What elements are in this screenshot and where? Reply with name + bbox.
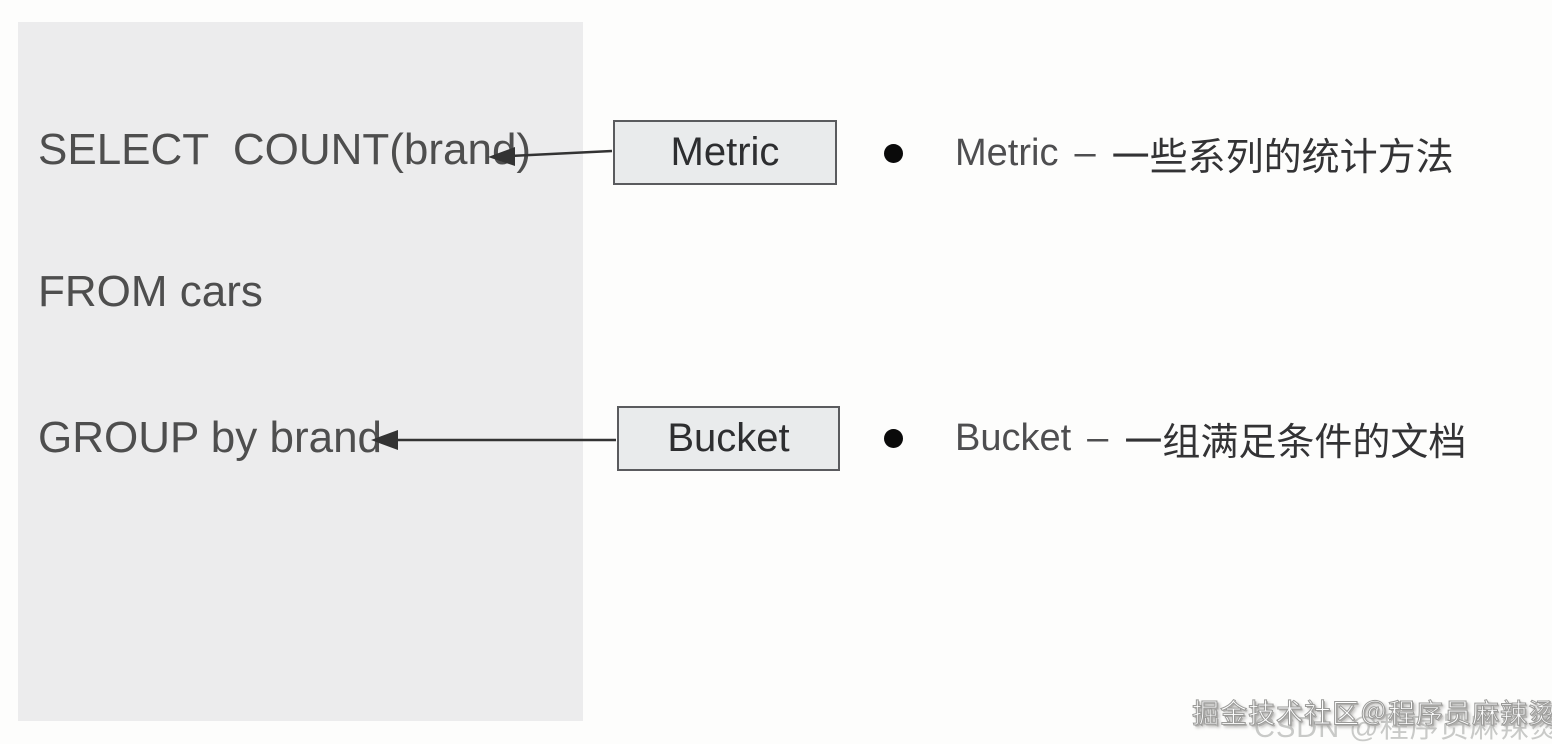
bullet-item-bucket: Bucket – 一组满足条件的文档 bbox=[884, 413, 1467, 464]
bullet-metric-description: 一些系列的统计方法 bbox=[1111, 136, 1454, 179]
bullet-dot-icon bbox=[884, 428, 903, 448]
bullet-metric-term: Metric bbox=[955, 131, 1059, 174]
bullet-bucket-dash: – bbox=[1087, 416, 1109, 459]
metric-box: Metric bbox=[613, 120, 837, 185]
watermark-back-text: CSDN @程序员麻辣烫 bbox=[1254, 712, 1552, 744]
watermark: CSDN @程序员麻辣烫 掘金技术社区＠程序员麻辣烫 bbox=[1190, 688, 1552, 744]
bullet-metric-dash: – bbox=[1074, 131, 1096, 174]
sql-from-line: FROM cars bbox=[38, 267, 263, 316]
watermark-front-text: 掘金技术社区＠程序员麻辣烫 bbox=[1192, 699, 1552, 730]
sql-group-line: GROUP by brand bbox=[38, 413, 383, 462]
bullet-dot-icon bbox=[884, 143, 903, 163]
sql-panel: SELECT COUNT(brand) FROM cars GROUP by b… bbox=[18, 22, 583, 721]
sql-select-line: SELECT COUNT(brand) bbox=[38, 125, 532, 174]
bullet-bucket-term: Bucket bbox=[955, 416, 1072, 459]
bucket-box: Bucket bbox=[617, 406, 840, 471]
bullet-item-metric: Metric – 一些系列的统计方法 bbox=[884, 128, 1454, 179]
bullet-bucket-description: 一组满足条件的文档 bbox=[1124, 421, 1467, 464]
